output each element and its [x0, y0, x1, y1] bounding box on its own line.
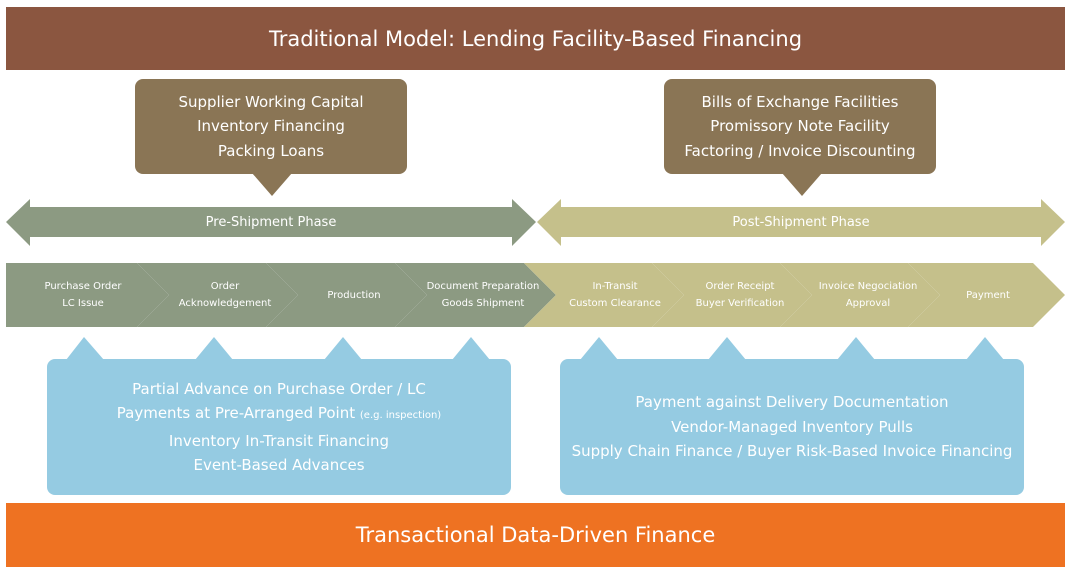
pre-shipment-arrow [6, 199, 536, 246]
footer-title: Transactional Data-Driven Finance [355, 523, 716, 547]
facility-pointer-post [782, 173, 822, 196]
pre-shipment-data-finance-box: Partial Advance on Purchase Order / LC P… [47, 359, 511, 495]
step-line1: In-Transit [592, 281, 638, 292]
step-line2: Approval [845, 298, 891, 309]
data-pointer-2 [195, 337, 233, 360]
step-line1: Invoice Negociation [818, 281, 918, 292]
header-title: Traditional Model: Lending Facility-Base… [268, 26, 803, 51]
step-chevron-7 [780, 263, 940, 327]
step-chevron-1 [6, 263, 169, 327]
step-chevron-6 [652, 263, 812, 327]
step-line2: LC Issue [62, 298, 104, 309]
step-chevron-5 [524, 263, 684, 327]
step-line1: Production [327, 289, 381, 301]
step-line1: Purchase Order [44, 281, 122, 292]
facility-item: Supplier Working Capital [178, 92, 364, 111]
step-line2: Goods Shipment [441, 298, 525, 309]
step-line1: Document Preparation [426, 281, 540, 292]
step-label-7: Invoice Negociation Approval [801, 263, 935, 327]
facility-pointer-pre [252, 173, 292, 196]
step-label-8: Payment [929, 263, 1047, 327]
step-label-6: Order Receipt Buyer Verification [673, 263, 807, 327]
data-finance-note: (e.g. inspection) [359, 410, 442, 421]
facility-item: Bills of Exchange Facilities [701, 92, 899, 111]
step-chevron-8 [908, 263, 1065, 327]
step-line2: Buyer Verification [695, 298, 785, 309]
data-finance-item: Payment against Delivery Documentation [635, 393, 949, 412]
step-label-4: Document Preparation Goods Shipment [416, 263, 550, 327]
step-chevron-2 [137, 263, 298, 327]
facility-item: Promissory Note Facility [710, 117, 890, 136]
facility-item: Factoring / Invoice Discounting [684, 141, 916, 160]
footer-banner: Transactional Data-Driven Finance [6, 503, 1065, 567]
pre-shipment-facilities-box: Supplier Working Capital Inventory Finan… [135, 79, 407, 174]
step-line1: Order Receipt [705, 281, 775, 292]
data-pointer-1 [66, 337, 104, 360]
data-finance-item: Inventory In-Transit Financing [168, 431, 390, 450]
data-pointer-7 [837, 337, 875, 360]
step-chevron-3 [266, 263, 427, 327]
data-finance-text: Payments at Pre-Arranged Point [116, 404, 356, 422]
step-label-1: Purchase Order LC Issue [12, 263, 154, 327]
pre-shipment-phase-label: Pre-Shipment Phase [205, 214, 337, 230]
header-banner: Traditional Model: Lending Facility-Base… [6, 7, 1065, 70]
data-finance-item: Event-Based Advances [193, 456, 365, 474]
step-line1: Payment [966, 289, 1010, 301]
facility-item: Inventory Financing [197, 117, 345, 136]
post-shipment-data-finance-box: Payment against Delivery Documentation V… [560, 359, 1024, 495]
step-label-5: In-Transit Custom Clearance [545, 263, 685, 327]
step-line2: Custom Clearance [569, 298, 661, 309]
post-shipment-facilities-box: Bills of Exchange Facilities Promissory … [664, 79, 936, 174]
data-pointer-3 [324, 337, 362, 360]
post-shipment-phase-label: Post-Shipment Phase [732, 214, 870, 230]
data-pointer-8 [966, 337, 1004, 360]
data-finance-item: Supply Chain Finance / Buyer Risk-Based … [571, 442, 1013, 461]
data-pointer-5 [580, 337, 618, 360]
data-finance-item: Partial Advance on Purchase Order / LC [132, 379, 426, 398]
step-chevron-4 [395, 263, 556, 327]
post-shipment-arrow [537, 199, 1065, 246]
step-label-3: Production [287, 263, 421, 327]
step-label-2: Order Acknowledgement [158, 263, 292, 327]
data-pointer-6 [708, 337, 746, 360]
facility-item: Packing Loans [217, 141, 325, 160]
data-finance-item: Payments at Pre-Arranged Point (e.g. ins… [117, 401, 441, 429]
step-line1: Order [210, 281, 240, 292]
data-finance-item: Vendor-Managed Inventory Pulls [671, 417, 913, 436]
data-pointer-4 [452, 337, 490, 360]
step-line2: Acknowledgement [178, 298, 272, 309]
